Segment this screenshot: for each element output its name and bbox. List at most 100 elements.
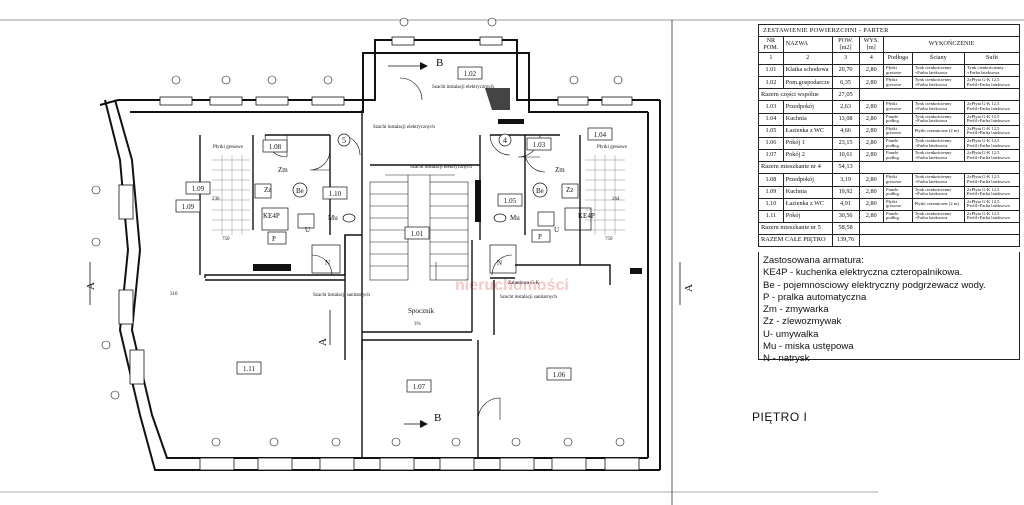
table-cell: 1.06	[758, 136, 784, 151]
table-cell: 1.08	[758, 173, 784, 187]
table-cell: 2,80	[858, 185, 885, 199]
label-gas-meter: Zabudowa G-K	[508, 281, 540, 286]
section-marker-b-top: B	[388, 57, 443, 70]
window-markers	[91, 17, 625, 447]
legend-item: Be - pojemnosciowy elektryczny podgrzewa…	[763, 279, 986, 291]
svg-text:P: P	[272, 235, 276, 243]
table-cell: Płytki gresowe	[883, 173, 913, 187]
table-cell: Tynk cienkościenny +Farba lateksowa	[911, 100, 965, 114]
table-cell: Kuchnia	[782, 112, 833, 126]
water-heater-box-left	[254, 183, 272, 199]
table-cell: Łazienka z WC	[782, 124, 833, 138]
table-cell: 2,80	[858, 124, 885, 138]
table-cell: 1.02	[758, 76, 784, 90]
th-walls: Ściany	[911, 52, 965, 65]
table-cell: 1.11	[758, 209, 784, 224]
table-cell: 2xPłyta G-K 12,5 Perfil+Farba lateksowa	[963, 209, 1021, 224]
fixture-labels-right: Zm Zz Be KE4P P U Mu N	[497, 166, 595, 267]
table-cell: Tynk cienkościenny +Farba lateksowa	[911, 76, 965, 90]
table-cell: 19,92	[831, 185, 860, 199]
table-cell: 23,15	[831, 136, 860, 151]
table-cell: Tynk cienkościenny +Farba lateksowa	[911, 136, 965, 151]
stair-flights	[369, 174, 469, 281]
table-cell: Kuchnia	[782, 185, 833, 199]
dim-right: 750	[605, 237, 613, 242]
toilet-icon-left	[342, 213, 356, 223]
table-cell: Płytki gresowe	[883, 76, 913, 90]
table-cell: 2xPłyta G-K 12,5 Perfil+Farba lateksowa	[963, 100, 1021, 114]
table-cell: 2,80	[858, 136, 885, 151]
legend-item: U- umywalka	[763, 328, 819, 340]
table-cell: 2xPłyta G-K 12,5 Perfil+Farba lateksowa	[963, 76, 1021, 90]
table-cell: 1.10	[758, 197, 784, 211]
legend-title: Zastosowana armatura:	[763, 255, 864, 266]
legend-item: N - natrysk	[763, 353, 810, 365]
room-tag-110: 1.10	[329, 190, 342, 198]
table-cell: Panele podłog.	[883, 136, 913, 151]
table-cell: Płytki ceramiczne (2 m)	[911, 124, 965, 138]
table-cell: 2,63	[831, 100, 860, 114]
label-shaft-san-left: Szacht instalacji sanitarnych	[313, 293, 370, 298]
table-cell: Panele podłog.	[883, 209, 913, 224]
washer-box-left	[267, 231, 287, 245]
label-slope: 3%	[414, 322, 421, 327]
dim-h-left: 236	[212, 197, 220, 202]
legend-item: KE4P - kuchenka elektryczna czteropalnik…	[763, 267, 963, 279]
table-cell: RAZEM CAŁE PIĘTRO	[758, 234, 833, 248]
tile-grids	[212, 155, 625, 235]
section-marker-b-bottom: B	[404, 412, 441, 428]
table-cell: 2,80	[858, 149, 885, 163]
table-cell: Pokój 2	[782, 149, 833, 163]
svg-text:Mu: Mu	[328, 214, 338, 222]
room-tag-108: 1.08	[269, 143, 282, 151]
water-heater-box-right	[561, 183, 579, 199]
room-tag-107: 1.07	[413, 383, 426, 391]
table-cell: 2,80	[858, 63, 885, 78]
table-cell: 1.01	[758, 63, 784, 78]
table-cell	[858, 161, 1020, 175]
label-tiles-right: Płytki gresowe	[597, 145, 628, 150]
table-cell	[858, 222, 1020, 236]
washer-box-right	[531, 229, 551, 243]
table-cell: Pokój 1	[782, 136, 833, 151]
table-cell: Tynk cienkościenny +Farba lateksowa	[911, 173, 965, 187]
th-ceiling: Sufit	[963, 52, 1021, 65]
table-cell: Płytki gresowe	[883, 197, 913, 211]
table-cell: 6,35	[831, 76, 860, 90]
table-cell: 2xPłyta G-K 12,5 Perfil+Farba lateksowa	[963, 112, 1021, 126]
table-cell: Tynk cienkościenny +Farba lateksowa	[911, 209, 965, 224]
th-nr: NR POM.	[758, 36, 784, 53]
section-marker-a-left: A	[85, 262, 97, 305]
outer-walls	[99, 39, 661, 471]
table-cell: Przedpokój	[782, 100, 833, 114]
shower-box-left	[311, 244, 341, 274]
table-cell: 1.07	[758, 149, 784, 163]
room-tag-101: 1.01	[411, 230, 424, 238]
svg-text:A: A	[683, 284, 695, 292]
svg-text:KE4P: KE4P	[578, 212, 595, 220]
room-tag-105: 1.05	[504, 197, 517, 205]
table-cell: Panele podłog.	[883, 112, 913, 126]
table-cell: 30,56	[831, 209, 860, 224]
room-tag-boxes	[175, 66, 613, 393]
water-heater-icon-right	[532, 182, 548, 198]
table-cell: 3,19	[831, 173, 860, 187]
watermark: nieruchomości	[455, 277, 569, 294]
washbasin-box-right	[537, 211, 555, 227]
table-cell: 27,05	[831, 88, 860, 102]
room-tag-103: 1.03	[533, 141, 546, 149]
table-cell: 2,80	[858, 76, 885, 90]
washbasin-box-left	[297, 213, 315, 229]
svg-text:A: A	[317, 338, 329, 346]
table-cell: 2xPłyta G-K 12,5 Perfil+Farba lateksowa	[963, 149, 1021, 163]
toilet-icon-right	[493, 213, 507, 223]
table-cell: 4,91	[831, 197, 860, 211]
legend-item: P - pralka automatyczna	[763, 291, 867, 303]
radiators	[253, 119, 642, 274]
room-tag-104: 1.04	[594, 131, 607, 139]
table-cell: 2xPłyta G-K 12,5 Perfil+Farba lateksowa	[963, 136, 1021, 151]
dim-wall: 310	[170, 292, 178, 297]
table-title: ZESTAWIENIE POWIERZCHNI - PARTER	[758, 24, 1020, 36]
